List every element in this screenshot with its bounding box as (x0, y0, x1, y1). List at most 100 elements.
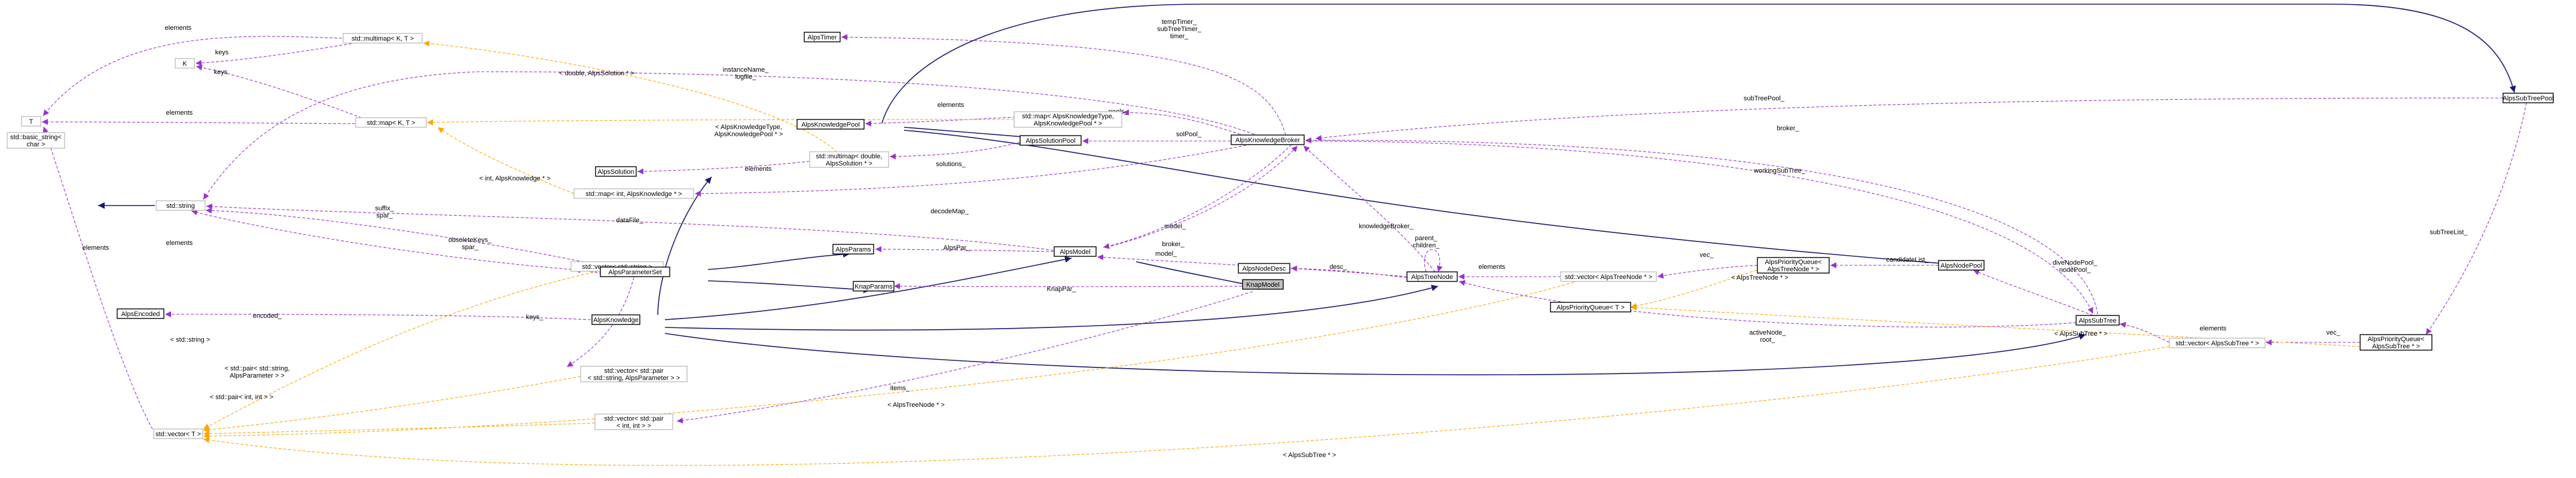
class-node-AlpsPQSubTree[interactable]: AlpsPriorityQueue<AlpsSubTree * > (2360, 334, 2432, 351)
edge-usage-u-K-map (196, 65, 367, 120)
node-label: AlpsParams (835, 246, 871, 253)
node-label: AlpsSolutionPool (1025, 137, 1075, 145)
class-node-AlpsSolutionPool[interactable]: AlpsSolutionPool (1020, 135, 1082, 146)
edge-label-line: obsoleteKeys_ (448, 237, 492, 244)
edge-inherit-e-know-solution (657, 176, 712, 315)
class-node-AlpsSubTreePool[interactable]: AlpsSubTreePool (2502, 93, 2554, 103)
edge-label-u-tn-subtree: activeNode_root_ (1749, 329, 1786, 344)
class-node-AlpsTimer[interactable]: AlpsTimer (804, 32, 841, 42)
edge-label-t-vect-vpsp: < std::pair< std::string,AlpsParameter >… (225, 365, 290, 379)
edge-template-t-map-mik (437, 127, 575, 194)
edge-label-line: keys (214, 69, 228, 76)
class-node-AlpsKnowledge[interactable]: AlpsKnowledge (591, 314, 640, 325)
class-node-vectorT[interactable]: std::vector< T > (153, 428, 203, 439)
edge-label-line: vec_ (1699, 252, 1714, 259)
edge-inherit-e-kpool-stpool (881, 4, 2516, 124)
class-node-mapKT[interactable]: std::map< K, T > (355, 117, 427, 128)
node-label: < int, int > > (616, 422, 651, 430)
edge-label-t-map-mkp: < AlpsKnowledgeType,AlpsKnowledgePool * … (715, 124, 783, 138)
class-node-AlpsPQT[interactable]: AlpsPriorityQueue< T > (1550, 302, 1631, 312)
edge-label-line: < std::string > (170, 336, 210, 344)
edge-label-u-vpsp-paramset: keys_ (526, 314, 544, 321)
node-label: std::map< K, T > (367, 120, 416, 127)
node-box (2502, 93, 2554, 103)
class-node-mapIntKnow[interactable]: std::map< int, AlpsKnowledge * > (573, 188, 694, 199)
node-label: AlpsKnowledgeBroker (1235, 137, 1301, 144)
edge-usage-u-wst-broker (1305, 140, 2093, 314)
class-node-AlpsSubTree[interactable]: AlpsSubTree (2076, 315, 2120, 326)
edge-template-t-vect-vectn (203, 280, 1579, 439)
edge-template-t-vect-vecstr (203, 271, 599, 430)
class-node-AlpsKnowledgePool[interactable]: AlpsKnowledgePool (796, 119, 865, 130)
class-node-AlpsModel[interactable]: AlpsModel (1054, 246, 1097, 257)
class-node-AlpsKnowledgeBroker[interactable]: AlpsKnowledgeBroker (1231, 134, 1305, 145)
edge-label-line: timer_ (1170, 33, 1189, 40)
node-box (832, 244, 874, 255)
edge-label-line: < double, AlpsSolution * > (559, 70, 634, 77)
node-label: AlpsTreeNode (1411, 274, 1453, 281)
edge-label-line: desc_ (1329, 263, 1347, 271)
edge-usage-u-mmds-solpool (889, 142, 1021, 160)
class-node-multimapKT[interactable]: std::multimap< K, T > (343, 33, 423, 44)
edge-usage-u-params-model (875, 246, 1054, 253)
node-box (1020, 135, 1082, 146)
edge-label-line: subTreeList_ (2430, 229, 2468, 236)
node-label: AlpsSubTreePool (2502, 95, 2553, 102)
edge-usage-u-vpsp-paramset (566, 277, 634, 367)
class-node-string[interactable]: std::string (155, 200, 206, 211)
class-node-AlpsSolution[interactable]: AlpsSolution (595, 166, 637, 177)
class-node-vectorTreeNode[interactable]: std::vector< AlpsTreeNode * > (1560, 271, 1657, 282)
edge-label-line: elements (166, 109, 193, 117)
class-node-K[interactable]: K (175, 58, 195, 69)
node-box (175, 58, 195, 69)
edge-label-line: instanceName_ (723, 66, 769, 73)
edge-label-u-params-model: AlpsPar_ (944, 244, 971, 252)
class-node-T[interactable]: T (21, 116, 41, 127)
edge-label-u-T-map: elements (166, 109, 193, 117)
edge-label-line: elements (1479, 263, 1506, 271)
edge-label-u-stpool-broker: subTreePool_ (1744, 95, 1785, 102)
edge-label-line: model_ (1155, 250, 1177, 258)
class-node-AlpsPQTreeNode[interactable]: AlpsPriorityQueue<AlpsTreeNode * > (1757, 257, 1830, 274)
class-node-AlpsParams[interactable]: AlpsParams (832, 244, 874, 255)
edge-label-line: < int, AlpsKnowledge * > (479, 175, 550, 182)
node-label: char > (27, 141, 45, 148)
node-box (580, 366, 688, 382)
node-label: std::vector< AlpsTreeNode * > (1565, 274, 1652, 281)
class-node-multimapDoubleSol[interactable]: std::multimap< double,AlpsSolution * > (809, 151, 889, 168)
class-node-mapKnowPool[interactable]: std::map< AlpsKnowledgeType,AlpsKnowledg… (1014, 111, 1122, 128)
class-node-KnapModel[interactable]: KnapModel (1242, 279, 1284, 290)
class-node-AlpsNodeDesc[interactable]: AlpsNodeDesc (1238, 263, 1290, 274)
edge-label-u-vectn-pqtn: vec_ (1699, 252, 1714, 259)
edge-label-u-broker-treenode: knowledgeBroker_ (1359, 223, 1414, 230)
node-label: AlpsPriorityQueue< (1765, 259, 1821, 266)
class-node-basic_string[interactable]: std::basic_string<char > (7, 132, 65, 149)
class-node-AlpsParameterSet[interactable]: AlpsParameterSet (600, 266, 670, 277)
edge-label-u-wst-broker: workingSubTree_ (1753, 167, 1806, 174)
class-node-vectorPairIntInt[interactable]: std::vector< std::pair< int, int > > (594, 413, 673, 430)
class-node-vectorSubTree[interactable]: std::vector< AlpsSubTree * > (2169, 338, 2266, 348)
edge-label-t-vect-vpii: < std::pair< int, int > > (210, 394, 273, 401)
edge-usage-u-string-paramset (205, 207, 631, 272)
edge-usage-u-K-multimap (195, 43, 352, 66)
class-node-KnapParams[interactable]: KnapParams (853, 281, 895, 292)
class-node-AlpsNodePool[interactable]: AlpsNodePool (1938, 260, 1985, 271)
node-box (573, 188, 694, 199)
class-node-AlpsEncoded[interactable]: AlpsEncoded (117, 308, 164, 319)
node-label: AlpsKnowledge (593, 317, 639, 324)
edge-usage-u-broker-model (1106, 145, 1298, 248)
node-label: AlpsSubTree * > (2372, 343, 2420, 350)
edge-inherit-e-know-model (664, 256, 1072, 320)
edge-usage-u-T-multimap (42, 36, 343, 117)
node-box (155, 200, 206, 211)
node-label: AlpsTimer (807, 34, 837, 41)
edge-label-line: keys_ (526, 314, 544, 321)
edge-usage-u-sol-mmds (637, 161, 810, 174)
class-node-vectorPairStrParam[interactable]: std::vector< std::pair< std::string, Alp… (580, 366, 688, 382)
edge-usage-u-st-vecst (2119, 321, 2170, 343)
edge-label-u-broker-subtree: broker_ (1777, 125, 1799, 132)
edge-label-line: broker_ (1777, 125, 1799, 132)
class-node-AlpsTreeNode[interactable]: AlpsTreeNode (1406, 271, 1458, 282)
edge-usage-u-mik-broker (694, 143, 1256, 197)
